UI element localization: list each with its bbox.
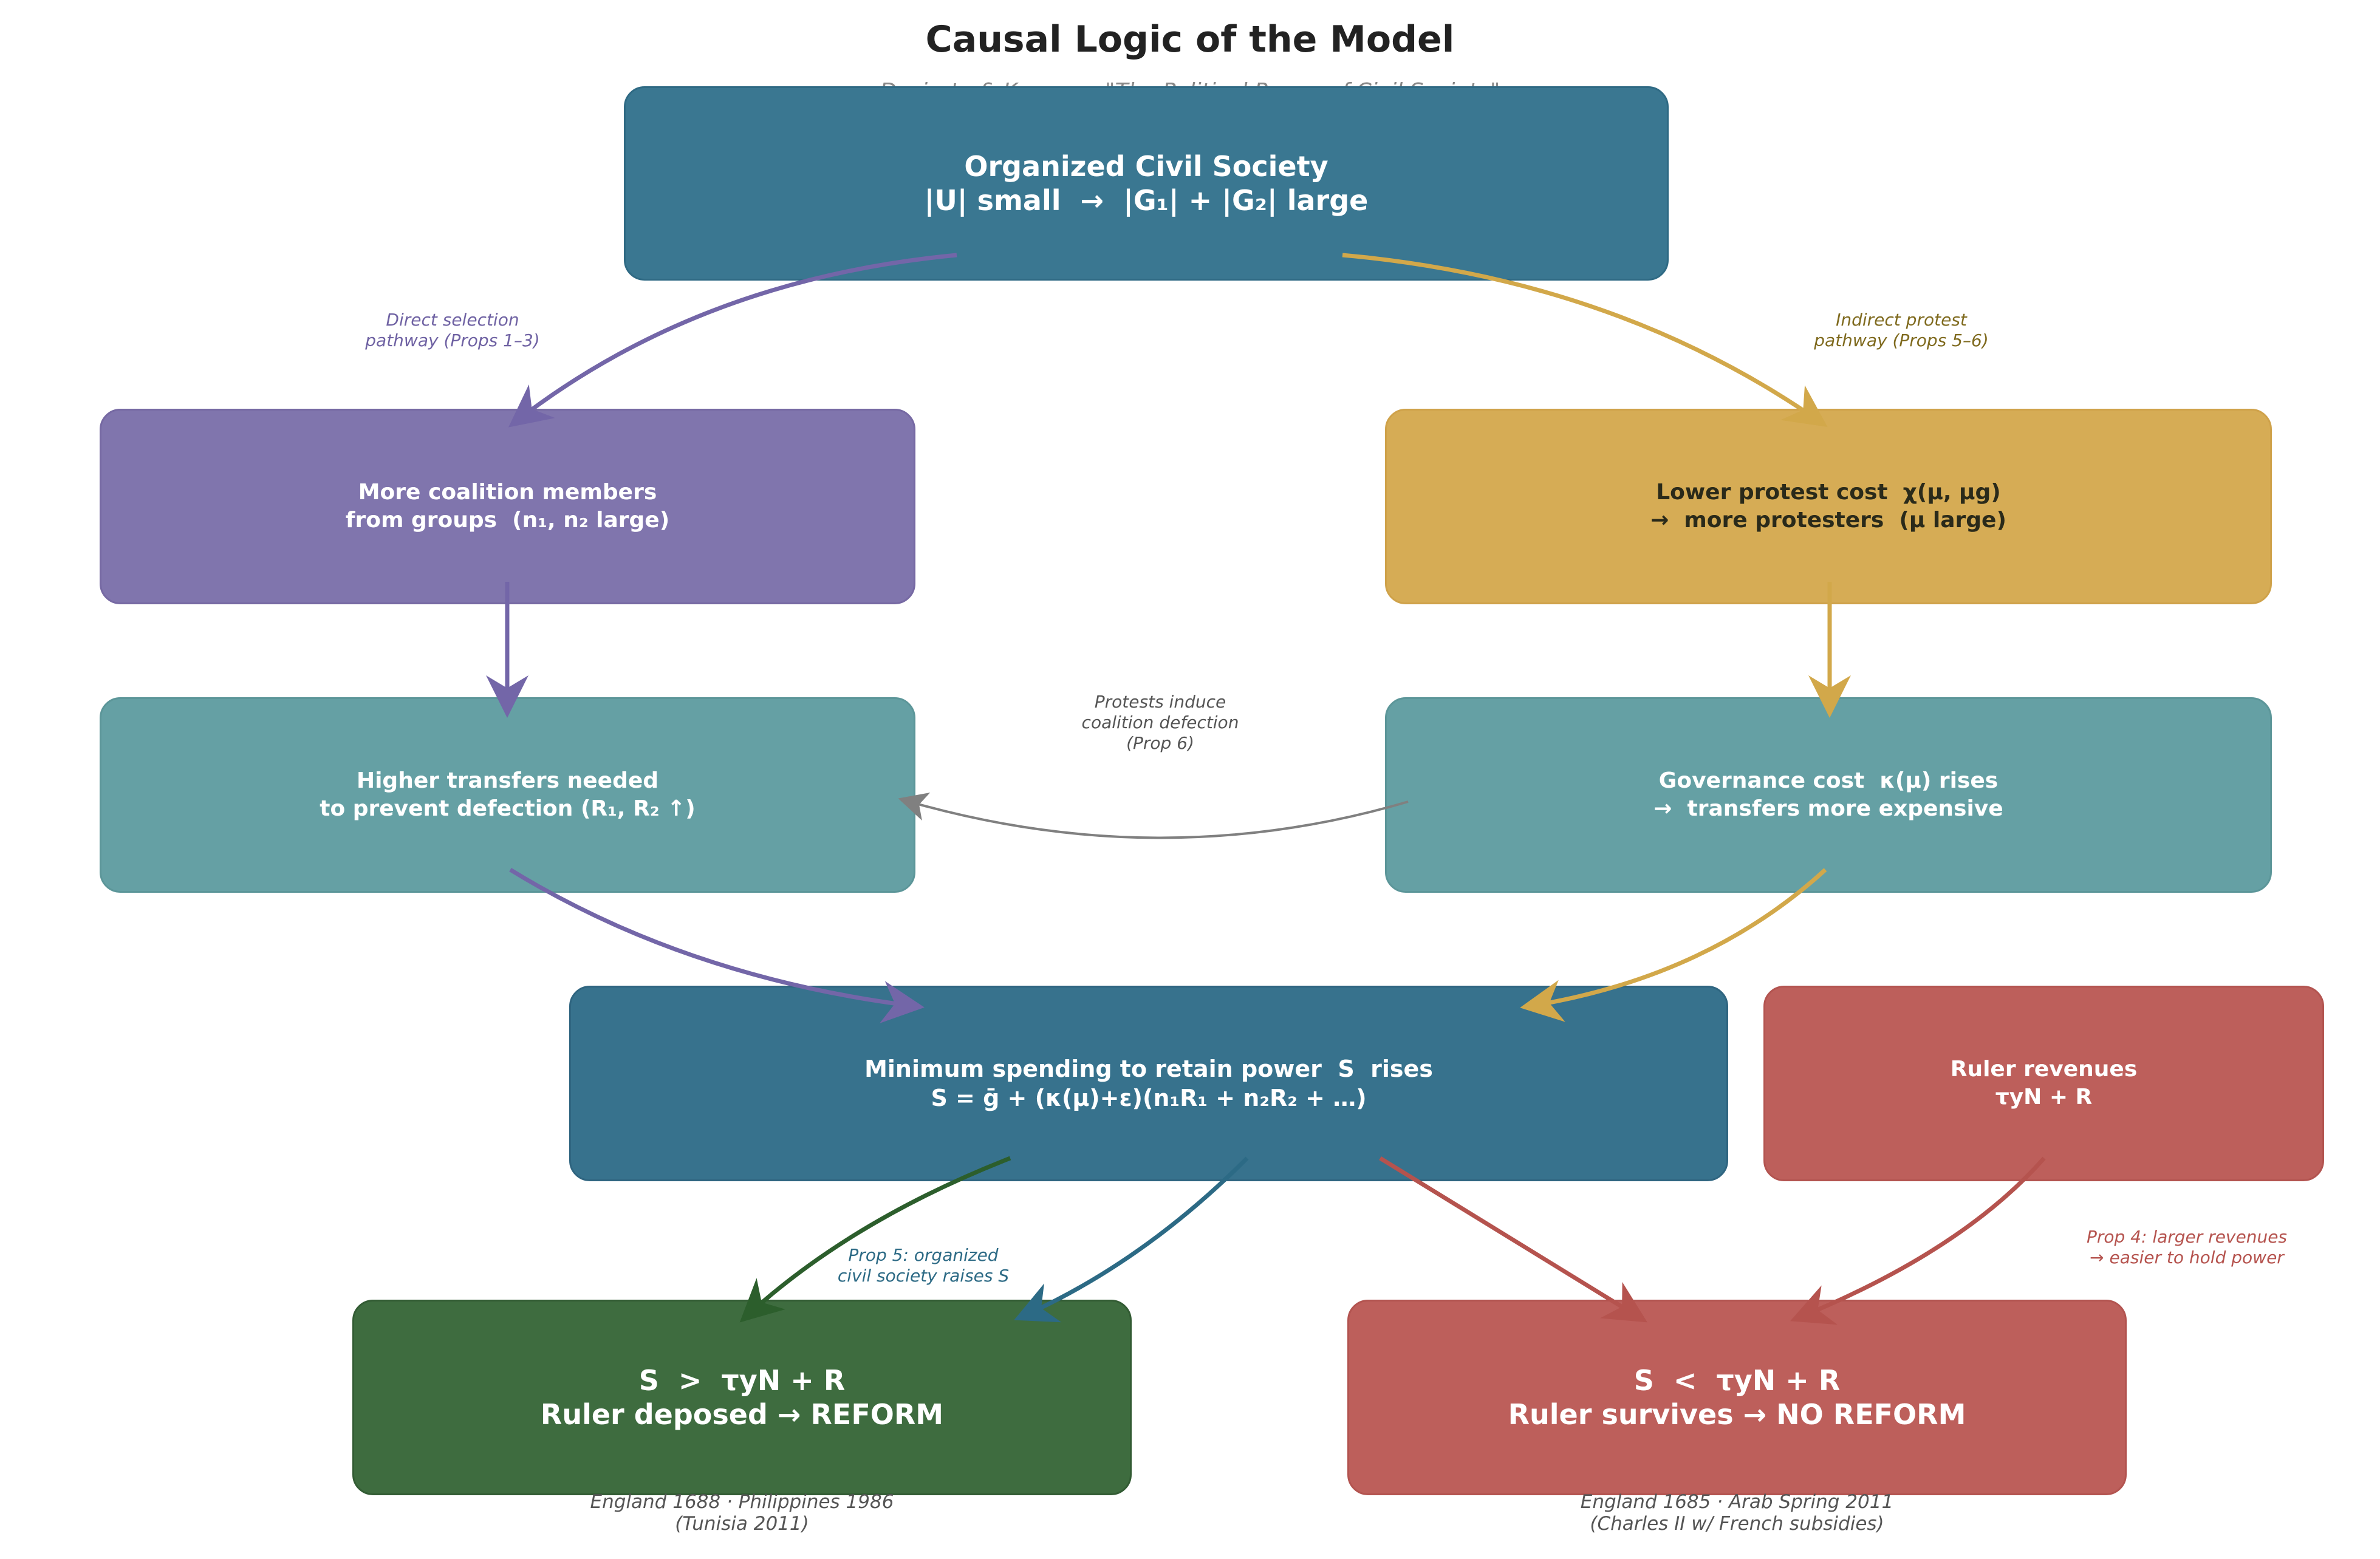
prop5-note: Prop 5: organized civil society raises S <box>802 1245 1045 1286</box>
arrow-governance-to-transfers <box>898 792 1409 839</box>
arrow-revenues-to-no-reform <box>1790 1156 2046 1325</box>
spending-line2: S = ḡ + (κ(μ)+ε)(n₁R₁ + n₂R₂ + …) <box>931 1085 1367 1111</box>
coalition-defection-note: Protests induce coalition defection (Pro… <box>1033 692 1288 754</box>
coalition-members-box: More coalition members from groups (n₁, … <box>100 409 915 604</box>
civil-society-line2: |U| small → |G₁| + |G₂| large <box>924 184 1369 217</box>
defection-note-line1: Protests induce <box>1094 692 1226 712</box>
protest-cost-line1: Lower protest cost χ(μ, μg) <box>1656 480 2001 505</box>
no-reform-examples-line2: (Charles II w/ French subsidies) <box>1590 1513 1884 1535</box>
revenues-line1: Ruler revenues <box>1950 1057 2138 1082</box>
higher-transfers-box: Higher transfers needed to prevent defec… <box>100 697 915 893</box>
civil-society-line1: Organized Civil Society <box>964 150 1328 183</box>
no-reform-line2: Ruler survives → NO REFORM <box>1508 1398 1966 1431</box>
no-reform-outcome-box: S < τyN + R Ruler survives → NO REFORM <box>1347 1300 2127 1495</box>
indirect-pathway-note: Indirect protest pathway (Props 5–6) <box>1780 310 2023 351</box>
arrow-spending-to-reform-green <box>739 1156 1011 1323</box>
indirect-note-line2: pathway (Props 5–6) <box>1814 330 1989 350</box>
coalition-line1: More coalition members <box>358 480 657 505</box>
reform-examples: England 1688 · Philippines 1986 (Tunisia… <box>352 1491 1132 1535</box>
minimum-spending-box: Minimum spending to retain power S rises… <box>569 986 1728 1181</box>
reform-examples-line2: (Tunisia 2011) <box>675 1513 809 1535</box>
protest-cost-box: Lower protest cost χ(μ, μg) → more prote… <box>1385 409 2272 604</box>
revenues-line2: τyN + R <box>1995 1085 2093 1110</box>
prop5-note-line1: Prop 5: organized <box>848 1245 999 1265</box>
transfers-line2: to prevent defection (R₁, R₂ ↑) <box>320 796 696 821</box>
indirect-note-line1: Indirect protest <box>1836 310 1967 330</box>
reform-outcome-box: S > τyN + R Ruler deposed → REFORM <box>352 1300 1132 1495</box>
governance-line1: Governance cost κ(μ) rises <box>1658 768 1999 793</box>
direct-note-line2: pathway (Props 1–3) <box>365 330 540 350</box>
arrow-spending-to-no-reform <box>1379 1156 1647 1323</box>
prop5-note-line2: civil society raises S <box>837 1266 1010 1286</box>
defection-note-line3: (Prop 6) <box>1126 733 1194 753</box>
arrow-spending-to-reform-blue <box>1014 1156 1249 1323</box>
governance-cost-box: Governance cost κ(μ) rises → transfers m… <box>1385 697 2272 893</box>
defection-note-line2: coalition defection <box>1081 712 1239 732</box>
spending-line1: Minimum spending to retain power S rises <box>864 1056 1433 1082</box>
protest-cost-line2: → more protesters (μ large) <box>1650 508 2006 533</box>
ruler-revenues-box: Ruler revenues τyN + R <box>1763 986 2324 1181</box>
no-reform-line1: S < τyN + R <box>1633 1364 1841 1397</box>
no-reform-examples: England 1685 · Arab Spring 2011 (Charles… <box>1347 1491 2127 1535</box>
direct-pathway-note: Direct selection pathway (Props 1–3) <box>331 310 574 351</box>
prop4-note-line1: Prop 4: larger revenues <box>2086 1227 2288 1247</box>
civil-society-box: Organized Civil Society |U| small → |G₁|… <box>624 86 1669 281</box>
diagram-title: Causal Logic of the Model <box>925 18 1455 61</box>
reform-line2: Ruler deposed → REFORM <box>540 1398 944 1431</box>
coalition-line2: from groups (n₁, n₂ large) <box>345 508 670 533</box>
reform-examples-line1: England 1688 · Philippines 1986 <box>590 1491 894 1513</box>
direct-note-line1: Direct selection <box>386 310 519 330</box>
prop4-note: Prop 4: larger revenues → easier to hold… <box>2047 1227 2327 1268</box>
governance-line2: → transfers more expensive <box>1653 796 2003 821</box>
prop4-note-line2: → easier to hold power <box>2090 1247 2284 1267</box>
transfers-line1: Higher transfers needed <box>356 768 659 793</box>
no-reform-examples-line1: England 1685 · Arab Spring 2011 <box>1580 1491 1894 1513</box>
reform-line1: S > τyN + R <box>638 1364 846 1397</box>
